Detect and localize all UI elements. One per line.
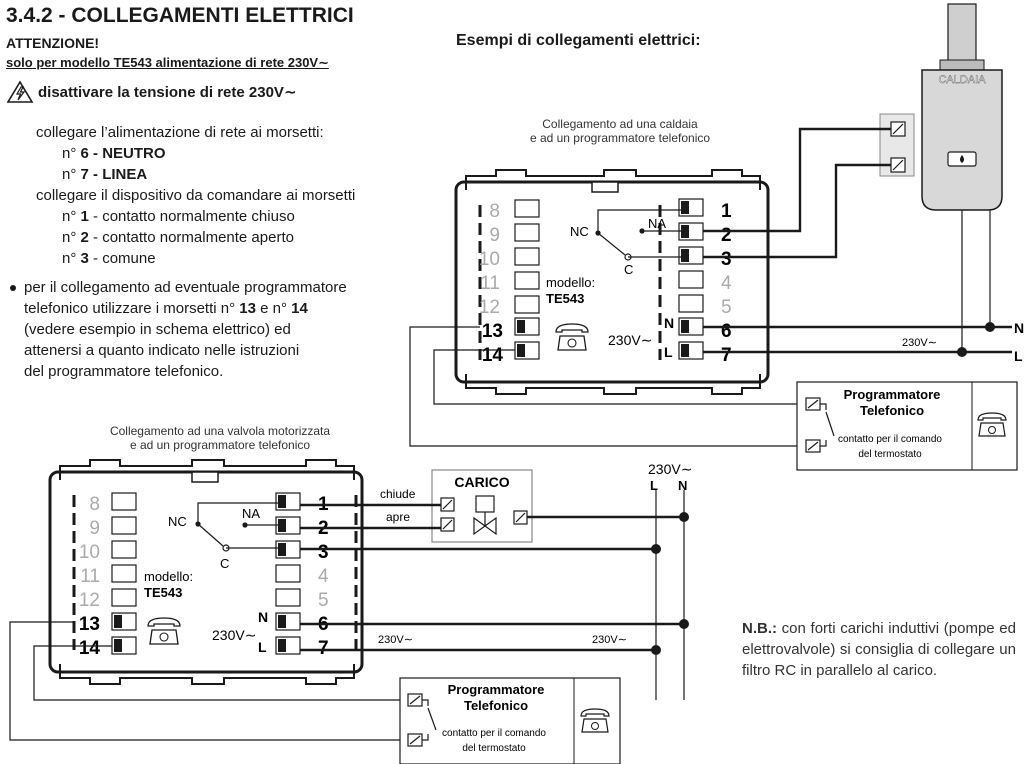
term-1: n° 1 - contatto normalmente chiuso [62,208,295,225]
d1-phone-programmer: Programmatore Telefonico contatto per il… [796,381,1018,471]
d2-terminal-14: 14 [79,638,101,659]
d1-supply-l: L [1014,348,1023,364]
d1-prog-phone-icon [977,412,1007,437]
d2-left-number: 9 [89,518,100,539]
d1-left-number: 10 [479,249,500,270]
bullet-dot [10,285,16,291]
d1-right-number: 6 [721,321,732,342]
flame-icon [960,155,964,163]
d2-l-label: L [258,639,267,655]
diagram2-relay-contact: NC NA C [168,502,278,571]
d2-230v-label: 230V∼ [212,627,256,643]
boiler-label: CALDAIA [938,74,986,86]
term-2: n° 2 - contatto normalmente aperto [62,229,294,246]
d2-right-number: 3 [318,542,329,563]
d2-right-number: 4 [318,566,329,587]
d1-model: TE543 [546,291,584,306]
page-title: 3.4.2 - COLLEGAMENTI ELETTRICI [6,4,354,27]
d2-left-number: 11 [80,566,100,587]
diagram2-left-terminals: 8 9 10 11 12 13 14 modello: TE543 [79,492,193,659]
d1-n-label: N [664,315,674,331]
d2-left-number: 8 [89,494,100,515]
power-intro: collegare l’alimentazione di rete ai mor… [36,124,324,141]
examples-title: Esempi di collegamenti elettrici: [456,32,701,49]
d2-model: TE543 [144,585,182,600]
d1-na-label: NA [648,216,666,231]
term-neutro: n° 6 - NEUTRO [62,145,166,162]
d1-prog-contact1: contatto per il comando [838,434,942,445]
voltage-warning: disattivare la tensione di rete 230V∼ [6,80,297,104]
d2-model-label: modello: [144,569,193,584]
load-carico: CARICO [431,469,533,543]
d2-right-number: 5 [318,590,329,611]
load-label: CARICO [454,474,509,490]
diagram2-right-terminals: 1 2 3 4 5 6 7 N L 230V∼ [212,492,329,659]
d2-supply-230v: 230V∼ [648,461,692,477]
diagram1-left-terminals: 8 9 10 11 12 13 14 modello: TE543 [479,199,595,366]
d2-right-number: 7 [318,638,329,659]
d1-supply-230v: 230V∼ [902,337,937,349]
d2-prog-contact2: del termostato [462,743,526,754]
d1-230v-label: 230V∼ [608,332,652,348]
d2-apre-label: apre [386,510,410,524]
d2-left-number: 10 [79,542,100,563]
d2-n-label: N [258,609,268,625]
d1-left-number: 12 [479,297,500,318]
d2-na-label: NA [242,506,260,521]
d1-left-number: 11 [480,273,500,294]
diagram1-relay-contact: NC NA C [570,209,681,277]
diagram1-wiring: N L 230V∼ [409,127,1024,447]
term-3: n° 3 - comune [62,250,156,267]
d2-prog-contact1: contatto per il comando [442,728,546,739]
d1-right-number: 3 [721,249,732,270]
d1-l-label: L [664,344,673,360]
d1-prog-contact2: del termostato [858,449,922,460]
d2-terminal-13: 13 [79,614,100,635]
d1-right-number: 1 [721,201,732,222]
d1-left-number: 9 [489,225,500,246]
d2-supply-l: L [650,478,658,493]
d2-prog-title1: Programmatore [448,682,545,697]
d1-prog-title1: Programmatore [844,387,941,402]
d1-right-number: 4 [721,273,732,294]
d1-supply-n: N [1014,320,1024,336]
inductive-load-note: N.B.: con forti carichi induttivi (pompe… [742,620,1016,679]
d2-phone-icon [147,617,181,645]
electric-hazard-icon [6,80,34,103]
device-intro: collegare il dispositivo da comandare ai… [36,187,356,204]
d1-prog-title2: Telefonico [860,403,924,418]
d2-c-label: C [220,556,229,571]
d2-phone-programmer: Programmatore Telefonico contatto per il… [399,677,621,764]
diagram2-wiring: chiude apre 230V∼ L N 230V∼ 230V∼ [9,461,692,741]
d1-right-number: 2 [721,225,732,246]
d2-wire-230v-b: 230V∼ [592,634,627,646]
d2-prog-phone-icon [580,708,610,733]
voltage-warning-text: disattivare la tensione di rete 230V∼ [38,84,297,101]
d1-phone-icon [555,323,589,351]
phone-instructions: per il collegamento ad eventuale program… [24,279,347,380]
d1-c-label: C [624,262,633,277]
d2-chiude-label: chiude [380,487,416,501]
d1-terminal-14: 14 [482,345,504,366]
d1-model-label: modello: [546,275,595,290]
d2-wire-230v-a: 230V∼ [378,634,413,646]
term-linea: n° 7 - LINEA [62,166,148,183]
d2-left-number: 12 [79,590,100,611]
diagram1-right-terminals: 1 2 3 4 5 6 7 N L 230V∼ [608,198,732,366]
model-restriction: solo per modello TE543 alimentazione di … [6,55,329,70]
d1-terminal-13: 13 [482,321,503,342]
attention-label: ATTENZIONE! [6,35,100,51]
d2-supply-n: N [678,478,687,493]
d2-nc-label: NC [168,514,187,529]
d1-left-number: 8 [489,201,500,222]
d1-right-number: 5 [721,297,732,318]
d1-right-number: 7 [721,345,732,366]
d1-nc-label: NC [570,224,589,239]
d2-prog-title2: Telefonico [464,698,528,713]
boiler: CALDAIA [879,3,1003,352]
